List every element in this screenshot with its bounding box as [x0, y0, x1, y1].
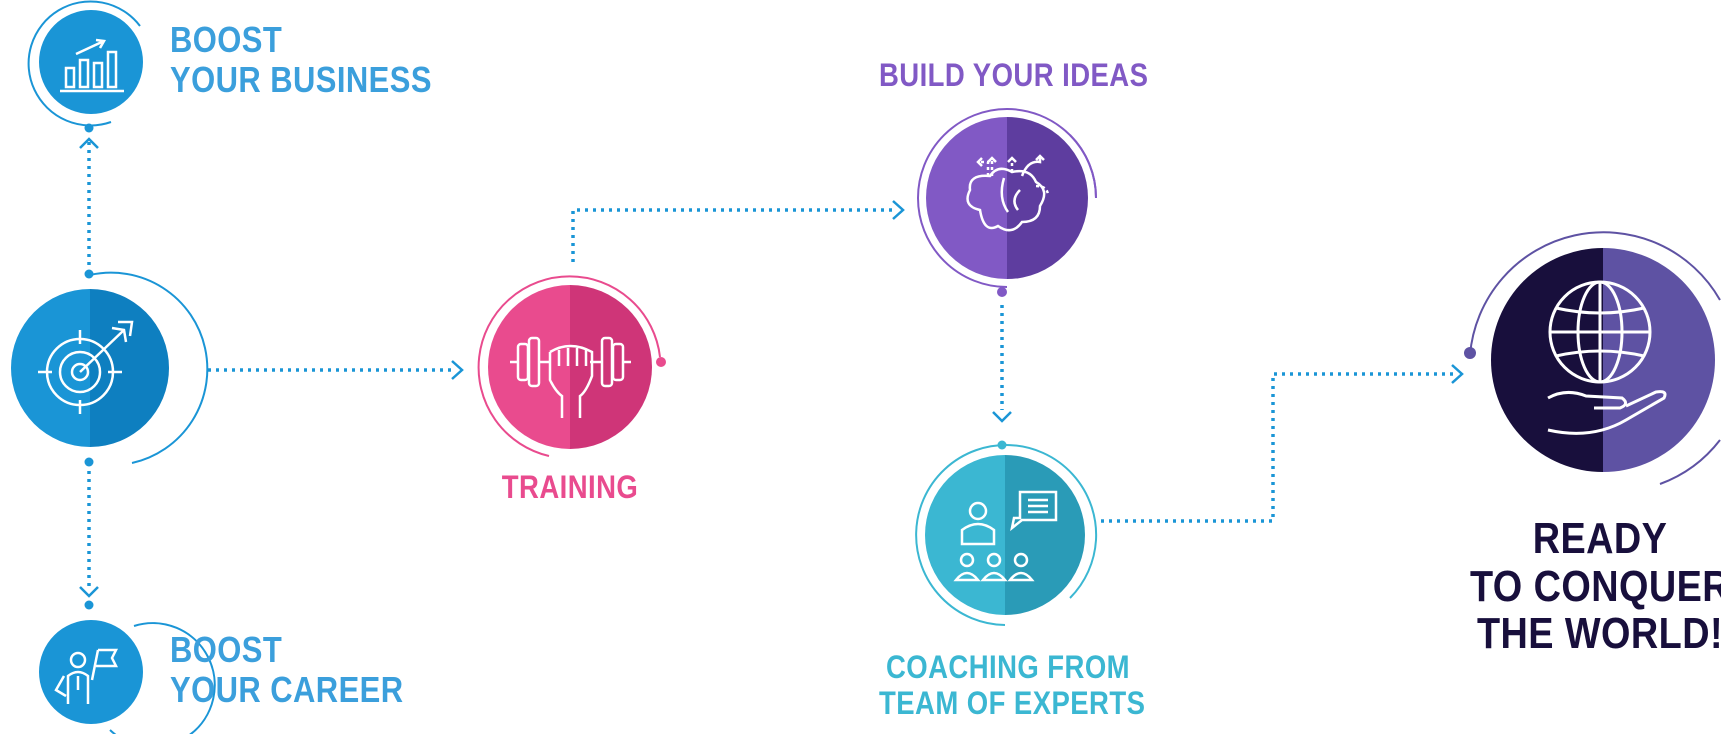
- person-flag-icon: [54, 648, 119, 704]
- boost-career-label: BOOST YOUR CAREER: [170, 629, 404, 711]
- boost-career-label-line1: BOOST: [170, 629, 283, 670]
- boost-business-node: [27, 0, 143, 127]
- boost-business-label: BOOST YOUR BUSINESS: [170, 19, 432, 101]
- target-arrow-icon: [38, 320, 134, 414]
- ready-label-line2: TO CONQUER: [1469, 561, 1721, 611]
- goal-node: [11, 271, 209, 464]
- training-label-text: TRAINING: [501, 469, 639, 505]
- boost-business-label-line1: BOOST: [170, 19, 283, 60]
- build-ideas-label-text: BUILD YOUR IDEAS: [879, 57, 1149, 93]
- connector-training-to-ideas: [571, 200, 905, 262]
- ready-label-line1: READY: [1532, 514, 1668, 563]
- connector-goal-to-training: [208, 360, 464, 380]
- build-ideas-label: BUILD YOUR IDEAS: [879, 57, 1149, 94]
- connector-coaching-to-ready: [1101, 364, 1464, 523]
- ready-label: READY TO CONQUER THE WORLD!: [1462, 515, 1721, 658]
- coaching-label-line1: COACHING FROM: [885, 649, 1131, 685]
- connector-ideas-to-coaching: [992, 287, 1012, 450]
- ready-node: [1464, 231, 1721, 485]
- arrowhead-down-career: [79, 457, 99, 610]
- boost-business-label-line2: YOUR BUSINESS: [170, 59, 432, 101]
- boost-career-label-line2: YOUR CAREER: [170, 669, 404, 711]
- boost-career-node: [39, 620, 216, 734]
- build-ideas-node: [917, 108, 1098, 288]
- coaching-node: [915, 444, 1098, 626]
- training-node: [477, 275, 666, 457]
- brain-arrows-icon: [966, 154, 1050, 232]
- bar-chart-growth-icon: [60, 38, 124, 93]
- dumbbell-fist-icon: [510, 336, 631, 418]
- coaching-label: COACHING FROM TEAM OF EXPERTS: [879, 649, 1146, 722]
- globe-hand-icon: [1547, 280, 1667, 435]
- coaching-label-line2: TEAM OF EXPERTS: [879, 684, 1146, 721]
- presenter-group-icon: [953, 490, 1058, 582]
- training-label: TRAINING: [484, 469, 656, 506]
- ready-label-line3: THE WORLD!: [1476, 609, 1721, 659]
